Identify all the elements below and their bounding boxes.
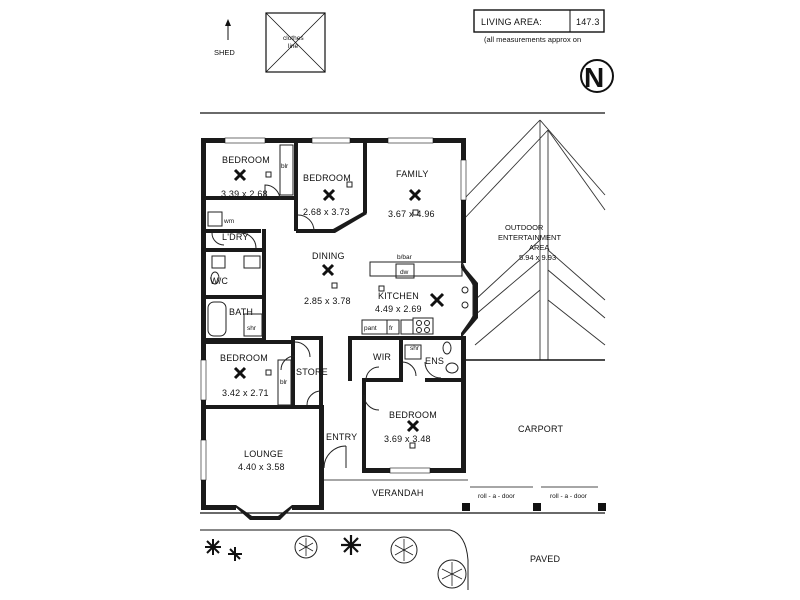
outdoor-dims: 5.94 x 9.93 [519,253,556,262]
paved-label: PAVED [530,554,560,564]
shr-label-2: shr [410,345,420,352]
carport-label: CARPORT [518,424,564,434]
lounge-dims: 4.40 x 3.58 [238,462,285,472]
kitchen-dims: 4.49 x 2.69 [375,304,422,314]
plant-icons [205,535,467,589]
dining-dims: 2.85 x 3.78 [304,296,351,306]
wc-label: W/C [210,276,228,286]
outdoor-label-1: OUTDOOR [505,223,544,232]
bedroom-n-dims: 2.68 x 3.73 [303,207,350,217]
outdoor-label-3: AREA [529,243,549,252]
roll-door-label-1: roll - a - door [478,493,516,500]
shed-label: SHED [214,48,235,57]
measurement-note: (all measurements approx on [484,35,581,44]
kitchen-name: KITCHEN [378,291,419,301]
wm-label: wm [223,218,234,225]
living-area-box: LIVING AREA: 147.3 [473,9,605,33]
blr-label-1: blr [281,163,289,170]
shr-label-1: shr [247,325,257,332]
entry-label: ENTRY [326,432,357,442]
pant-label: pant [364,325,377,332]
store-label: STORE [296,367,328,377]
dw-label: dw [400,269,409,276]
wir-label: WIR [373,352,391,362]
bath-label: BATH [229,307,253,317]
carport-posts [462,486,606,511]
outdoor-roof-hatch [462,119,606,361]
ceiling-fan-icons [233,168,445,449]
fixtures [207,144,474,406]
clothes-line-label-1: clothes [283,35,304,42]
ens-label: ENS [425,356,444,366]
bedroom-w-dims: 3.42 x 2.71 [222,388,269,398]
family-dims: 3.67 x 4.96 [388,209,435,219]
fr-label: fr [389,325,394,332]
doors [211,184,442,469]
living-area-label: LIVING AREA: [481,17,542,27]
roll-door-label-2: roll - a - door [550,493,588,500]
bedroom-main-dims: 3.69 x 3.48 [384,434,431,444]
interior-walls [201,141,466,473]
clothes-line-label-2: line [288,43,299,50]
north-letter: N [584,62,604,93]
windows [200,137,467,481]
living-area-value: 147.3 [576,17,600,27]
bedroom-w-name: BEDROOM [220,353,268,363]
verandah-label: VERANDAH [372,488,424,498]
blr-label-2: blr [280,379,288,386]
path-curve [449,529,469,590]
bedroom-nw-name: BEDROOM [222,155,270,165]
family-name: FAMILY [396,169,429,179]
clothes-line-icon [265,12,326,73]
north-arrow-icon: N [580,59,614,93]
dining-name: DINING [312,251,345,261]
lounge-name: LOUNGE [244,449,283,459]
shed-arrow-icon [225,19,231,40]
bbar-label: b/bar [397,254,413,261]
bedroom-main-name: BEDROOM [389,410,437,420]
laundry-label: L'DRY [222,232,249,242]
bedroom-n-name: BEDROOM [303,173,351,183]
outdoor-label-2: ENTERTAINMENT [498,233,561,242]
bedroom-nw-dims: 3.39 x 2.68 [221,189,268,199]
